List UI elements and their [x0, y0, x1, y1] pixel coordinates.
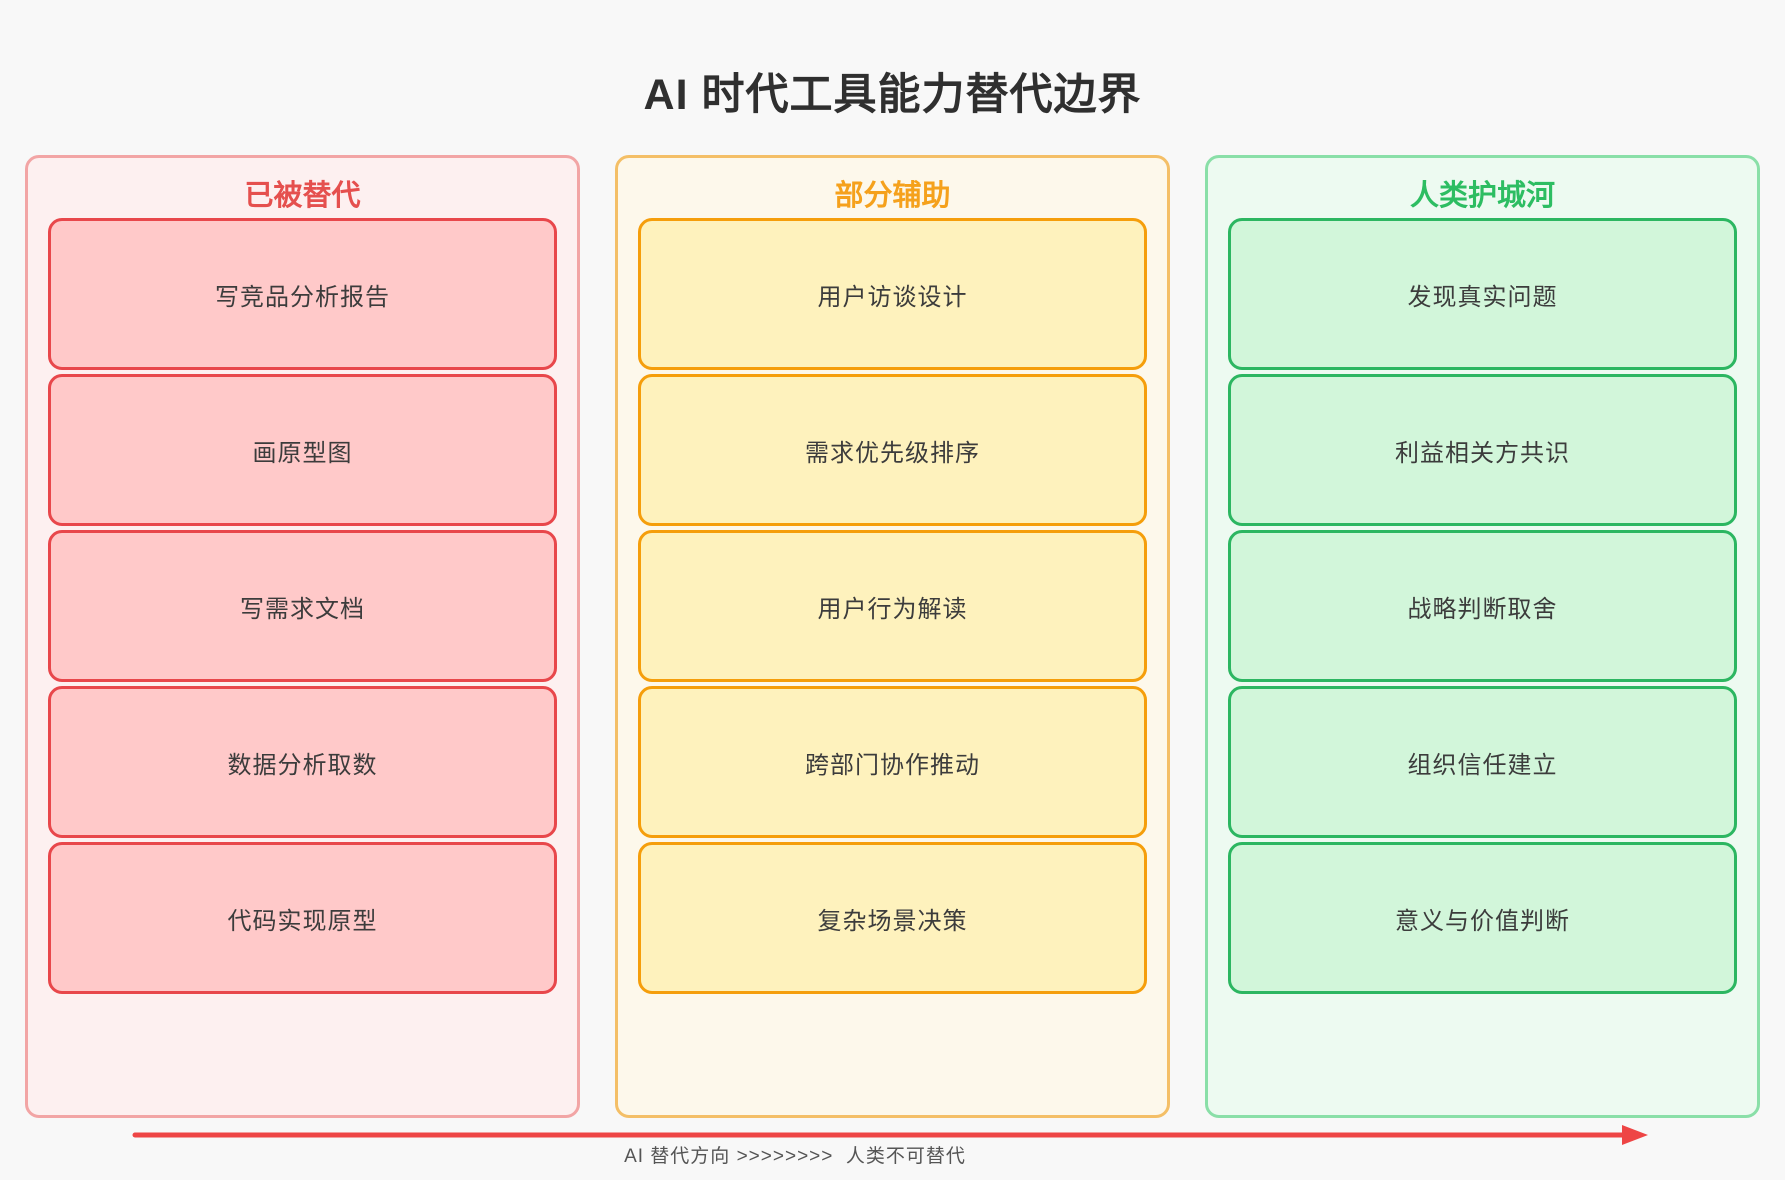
column-human-moat-boxes: 发现真实问题 利益相关方共识 战略判断取舍 组织信任建立 意义与价值判断	[1228, 218, 1737, 998]
item-box: 组织信任建立	[1228, 686, 1737, 838]
item-box: 战略判断取舍	[1228, 530, 1737, 682]
item-box: 写需求文档	[48, 530, 557, 682]
item-box: 写竞品分析报告	[48, 218, 557, 370]
item-box: 数据分析取数	[48, 686, 557, 838]
column-replaced: 已被替代 写竞品分析报告 画原型图 写需求文档 数据分析取数 代码实现原型	[25, 155, 580, 1118]
column-partially-assisted-header: 部分辅助	[834, 180, 951, 212]
item-box: 用户访谈设计	[638, 218, 1147, 370]
diagram-title: AI 时代工具能力替代边界	[643, 71, 1142, 119]
item-box: 代码实现原型	[48, 842, 557, 994]
column-replaced-header: 已被替代	[244, 180, 361, 212]
item-box: 画原型图	[48, 374, 557, 526]
item-box: 跨部门协作推动	[638, 686, 1147, 838]
column-replaced-boxes: 写竞品分析报告 画原型图 写需求文档 数据分析取数 代码实现原型	[48, 218, 557, 998]
item-box: 用户行为解读	[638, 530, 1147, 682]
arrow-caption: AI 替代方向 >>>>>>>> 人类不可替代	[624, 1146, 966, 1167]
item-box: 需求优先级排序	[638, 374, 1147, 526]
item-box: 意义与价值判断	[1228, 842, 1737, 994]
column-partially-assisted: 部分辅助 用户访谈设计 需求优先级排序 用户行为解读 跨部门协作推动 复杂场景决…	[615, 155, 1170, 1118]
column-human-moat: 人类护城河 发现真实问题 利益相关方共识 战略判断取舍 组织信任建立 意义与价值…	[1205, 155, 1760, 1118]
item-box: 发现真实问题	[1228, 218, 1737, 370]
columns-row: 已被替代 写竞品分析报告 画原型图 写需求文档 数据分析取数 代码实现原型 部分…	[25, 155, 1760, 1118]
item-box: 利益相关方共识	[1228, 374, 1737, 526]
column-human-moat-header: 人类护城河	[1409, 180, 1555, 212]
direction-arrow-icon	[132, 1125, 1648, 1145]
column-partially-assisted-boxes: 用户访谈设计 需求优先级排序 用户行为解读 跨部门协作推动 复杂场景决策	[638, 218, 1147, 998]
item-box: 复杂场景决策	[638, 842, 1147, 994]
